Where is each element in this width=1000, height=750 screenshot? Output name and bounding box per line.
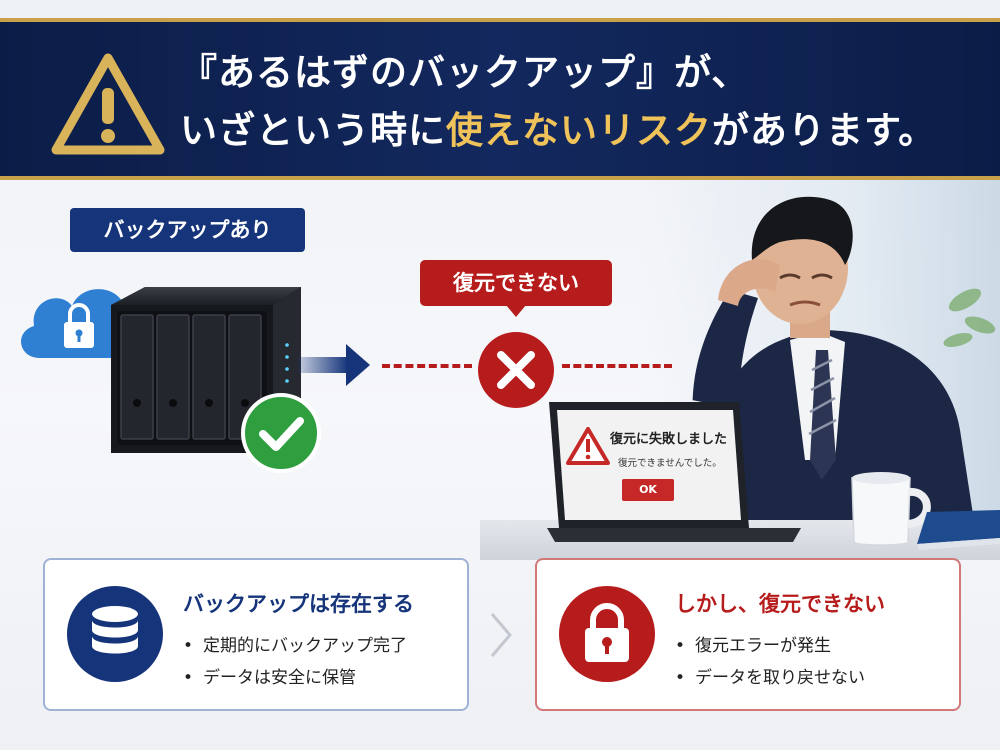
dialog-ok-button[interactable]: OK [622,479,674,501]
cannot-restore-callout: 復元できない [420,260,612,317]
chevron-right-icon [490,613,512,657]
dialog-title: 復元に失敗しました [610,432,728,447]
headline-line-2: いざという時に使えないリスクがあります。 [180,102,936,160]
headline-banner: 『あるはずのバックアップ』が、 いざという時に使えないリスクがあります。 [0,18,1000,180]
lock-icon [559,586,655,682]
checkmark-success-icon [241,393,321,473]
headline-highlight: 使えないリスク [446,109,712,152]
coffee-mug [851,472,931,546]
error-warning-icon [566,427,610,465]
backup-exists-card: バックアップは存在する 定期的にバックアップ完了 データは安全に保管 [43,558,469,711]
error-x-icon [478,332,554,408]
list-item: データを取り戻せない [675,662,865,694]
backup-exists-label: バックアップあり [70,208,305,252]
backup-exists-list: 定期的にバックアップ完了 データは安全に保管 [183,630,407,694]
dialog-message: 復元できませんでした。 [618,458,722,469]
stressed-businessman-illustration [690,196,996,560]
headline-text: 『あるはずのバックアップ』が、 いざという時に使えないリスクがあります。 [180,44,936,160]
laptop [547,402,801,542]
list-item: 定期的にバックアップ完了 [183,630,407,662]
warning-triangle-icon [51,53,165,155]
right-arrow-icon [298,344,370,386]
headline-line-1: 『あるはずのバックアップ』が、 [180,51,750,94]
broken-connection-line-right [562,364,672,368]
cannot-restore-card: しかし、復元できない 復元エラーが発生 データを取り戻せない [535,558,961,711]
cloud-lock-icon [21,289,141,358]
notebook [917,510,1000,550]
list-item: データは安全に保管 [183,662,407,694]
cannot-restore-list: 復元エラーが発生 データを取り戻せない [675,630,865,694]
backup-exists-title: バックアップは存在する [183,592,414,616]
broken-connection-line-left [382,364,472,368]
headline-suffix: があります。 [712,109,937,152]
database-icon [67,586,163,682]
list-item: 復元エラーが発生 [675,630,865,662]
headline-prefix: いざという時に [180,109,446,152]
cannot-restore-title: しかし、復元できない [675,592,885,616]
